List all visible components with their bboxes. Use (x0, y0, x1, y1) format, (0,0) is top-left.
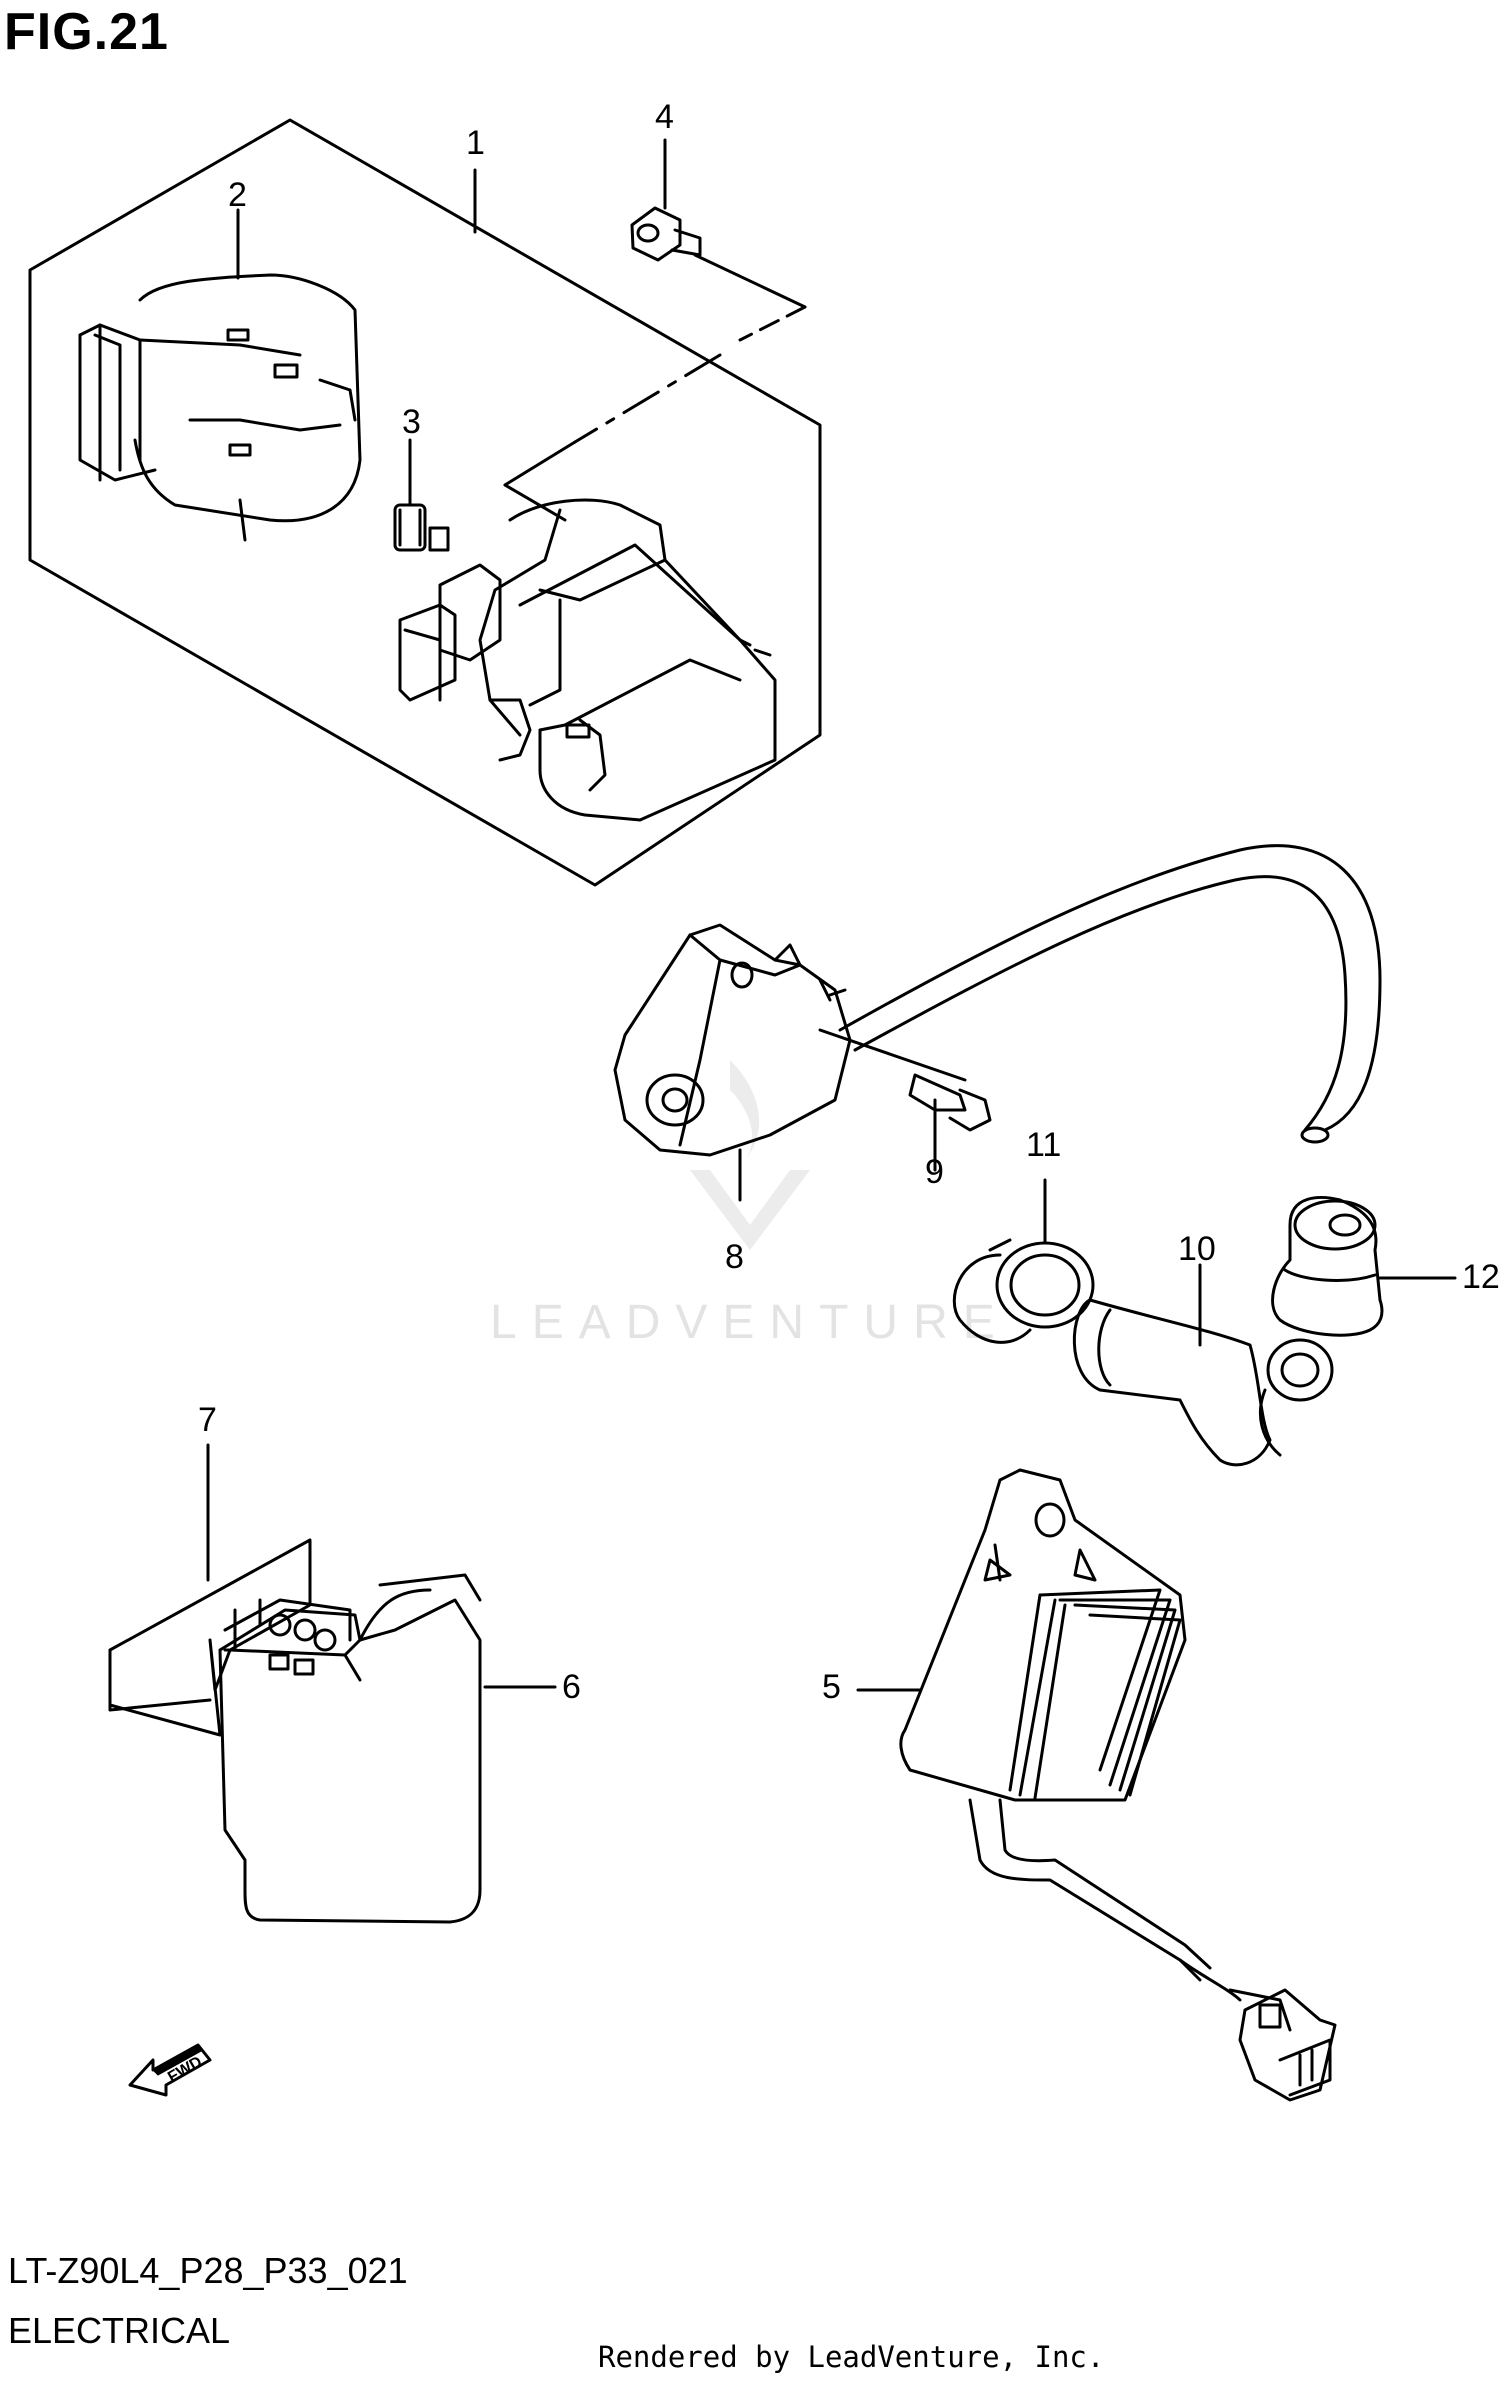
callout-3: 3 (402, 403, 421, 441)
part-3-fuse (393, 503, 450, 552)
callout-1: 1 (466, 124, 485, 162)
part-6-cdi-unit (218, 1573, 557, 1924)
part-5-regulator (856, 1468, 1337, 2102)
callout-5: 5 (822, 1668, 841, 1706)
callout-12: 12 (1462, 1258, 1500, 1296)
leadventure-logo-watermark (690, 1060, 810, 1250)
part-9-screw (908, 1073, 992, 1172)
part-2-cover (78, 273, 362, 542)
assembly-box-1 (28, 118, 822, 887)
callout-11: 11 (1026, 1126, 1062, 1164)
callout-4: 4 (655, 98, 674, 136)
part-8-ignition-coil (613, 844, 1382, 1202)
callout-7: 7 (198, 1401, 217, 1439)
part-7-pad (108, 1443, 312, 1737)
part-12-cap (1271, 1196, 1457, 1337)
part-10-boot (1072, 1263, 1334, 1467)
callout-10: 10 (1178, 1230, 1216, 1268)
callout-9: 9 (925, 1153, 944, 1191)
fwd-arrow-icon: FWD (128, 2043, 212, 2097)
watermark-text: LEADVENTURE (490, 1296, 1010, 1349)
figure-title: FIG.21 (4, 3, 169, 61)
callout-2: 2 (228, 176, 247, 214)
part-1-relay (398, 498, 777, 822)
section-name: ELECTRICAL (8, 2310, 231, 2351)
callout-6: 6 (562, 1668, 581, 1706)
rendered-by-text: Rendered by LeadVenture, Inc. (598, 2340, 1105, 2374)
part-4-bolt (630, 206, 702, 262)
callout-8: 8 (725, 1238, 744, 1276)
part-11-ring (952, 1178, 1095, 1344)
diagram-code: LT-Z90L4_P28_P33_021 (8, 2250, 408, 2291)
